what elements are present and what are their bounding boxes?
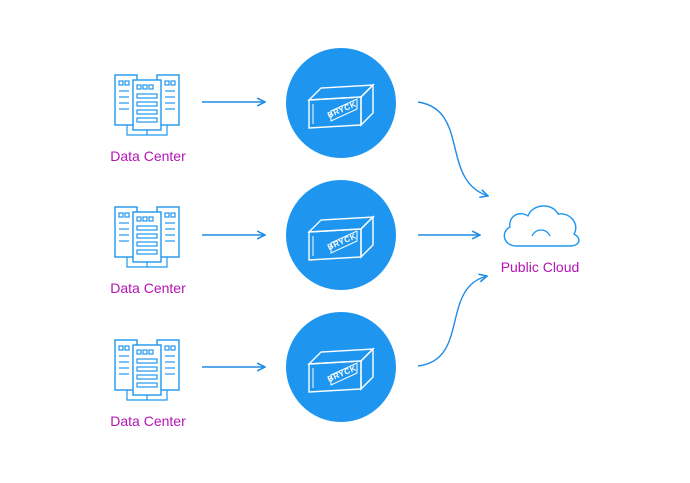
datacenter-label-1: Data Center xyxy=(110,148,186,164)
datacenter-label-3: Data Center xyxy=(110,413,186,429)
arrow-device-3-to-cloud xyxy=(417,276,487,367)
container-box-icon xyxy=(307,347,375,393)
container-box-icon xyxy=(307,215,375,261)
device-circle xyxy=(286,312,396,422)
bryck-device-3: BRYCK xyxy=(286,312,396,422)
device-circle xyxy=(286,180,396,290)
arrow-device-1-to-cloud xyxy=(417,101,488,196)
bryck-device-2: BRYCK xyxy=(286,180,396,290)
device-circle xyxy=(286,48,396,158)
cloud-icon xyxy=(503,205,580,247)
server-rack-icon xyxy=(114,74,180,136)
server-rack-icon xyxy=(114,339,180,401)
bryck-device-1: BRYCK xyxy=(286,48,396,158)
server-rack-icon xyxy=(114,206,180,268)
public-cloud-label: Public Cloud xyxy=(500,259,580,275)
container-box-icon xyxy=(307,83,375,129)
datacenter-label-2: Data Center xyxy=(110,280,186,296)
